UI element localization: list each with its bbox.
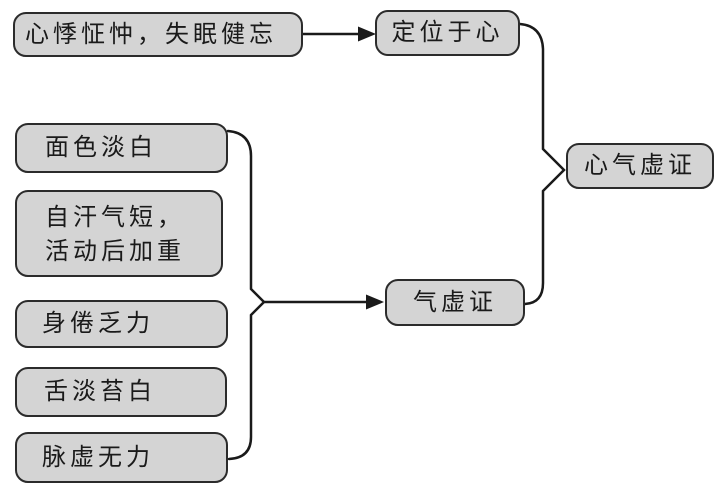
node-pale-tongue: 舌淡苔白 — [15, 367, 227, 417]
brace-left-symptoms — [226, 129, 266, 461]
node-weak-pulse: 脉虚无力 — [15, 432, 228, 483]
node-heart-symptoms-label: 心悸怔忡，失眠健忘 — [25, 19, 277, 48]
arrowhead-icon — [366, 294, 384, 310]
node-pale-tongue-label: 舌淡苔白 — [44, 377, 156, 406]
arrow-brace-to-qi-deficiency — [264, 294, 384, 310]
node-heart-qi-deficiency-label: 心气虚证 — [584, 151, 696, 180]
node-fatigue-label: 身倦乏力 — [42, 309, 154, 338]
node-qi-deficiency-label: 气虚证 — [413, 287, 497, 316]
node-heart-qi-deficiency: 心气虚证 — [566, 143, 714, 189]
node-sweating-line1: 自汗气短， — [45, 202, 185, 231]
node-locate-heart: 定位于心 — [375, 10, 520, 56]
arrowhead-icon — [358, 26, 376, 42]
node-heart-symptoms: 心悸怔忡，失眠健忘 — [13, 12, 303, 57]
node-sweating-shortness-of-breath: 自汗气短， 活动后加重 — [15, 190, 223, 277]
node-pale-complexion-label: 面色淡白 — [45, 133, 157, 162]
node-locate-heart-label: 定位于心 — [391, 18, 504, 47]
node-fatigue: 身倦乏力 — [15, 300, 228, 348]
node-pale-complexion: 面色淡白 — [15, 123, 228, 173]
node-weak-pulse-label: 脉虚无力 — [42, 442, 154, 471]
node-sweating-line2: 活动后加重 — [45, 236, 185, 265]
node-qi-deficiency: 气虚证 — [385, 279, 525, 326]
brace-right-conclusion — [518, 22, 566, 306]
arrow-symptom-to-locate-heart — [303, 26, 376, 42]
